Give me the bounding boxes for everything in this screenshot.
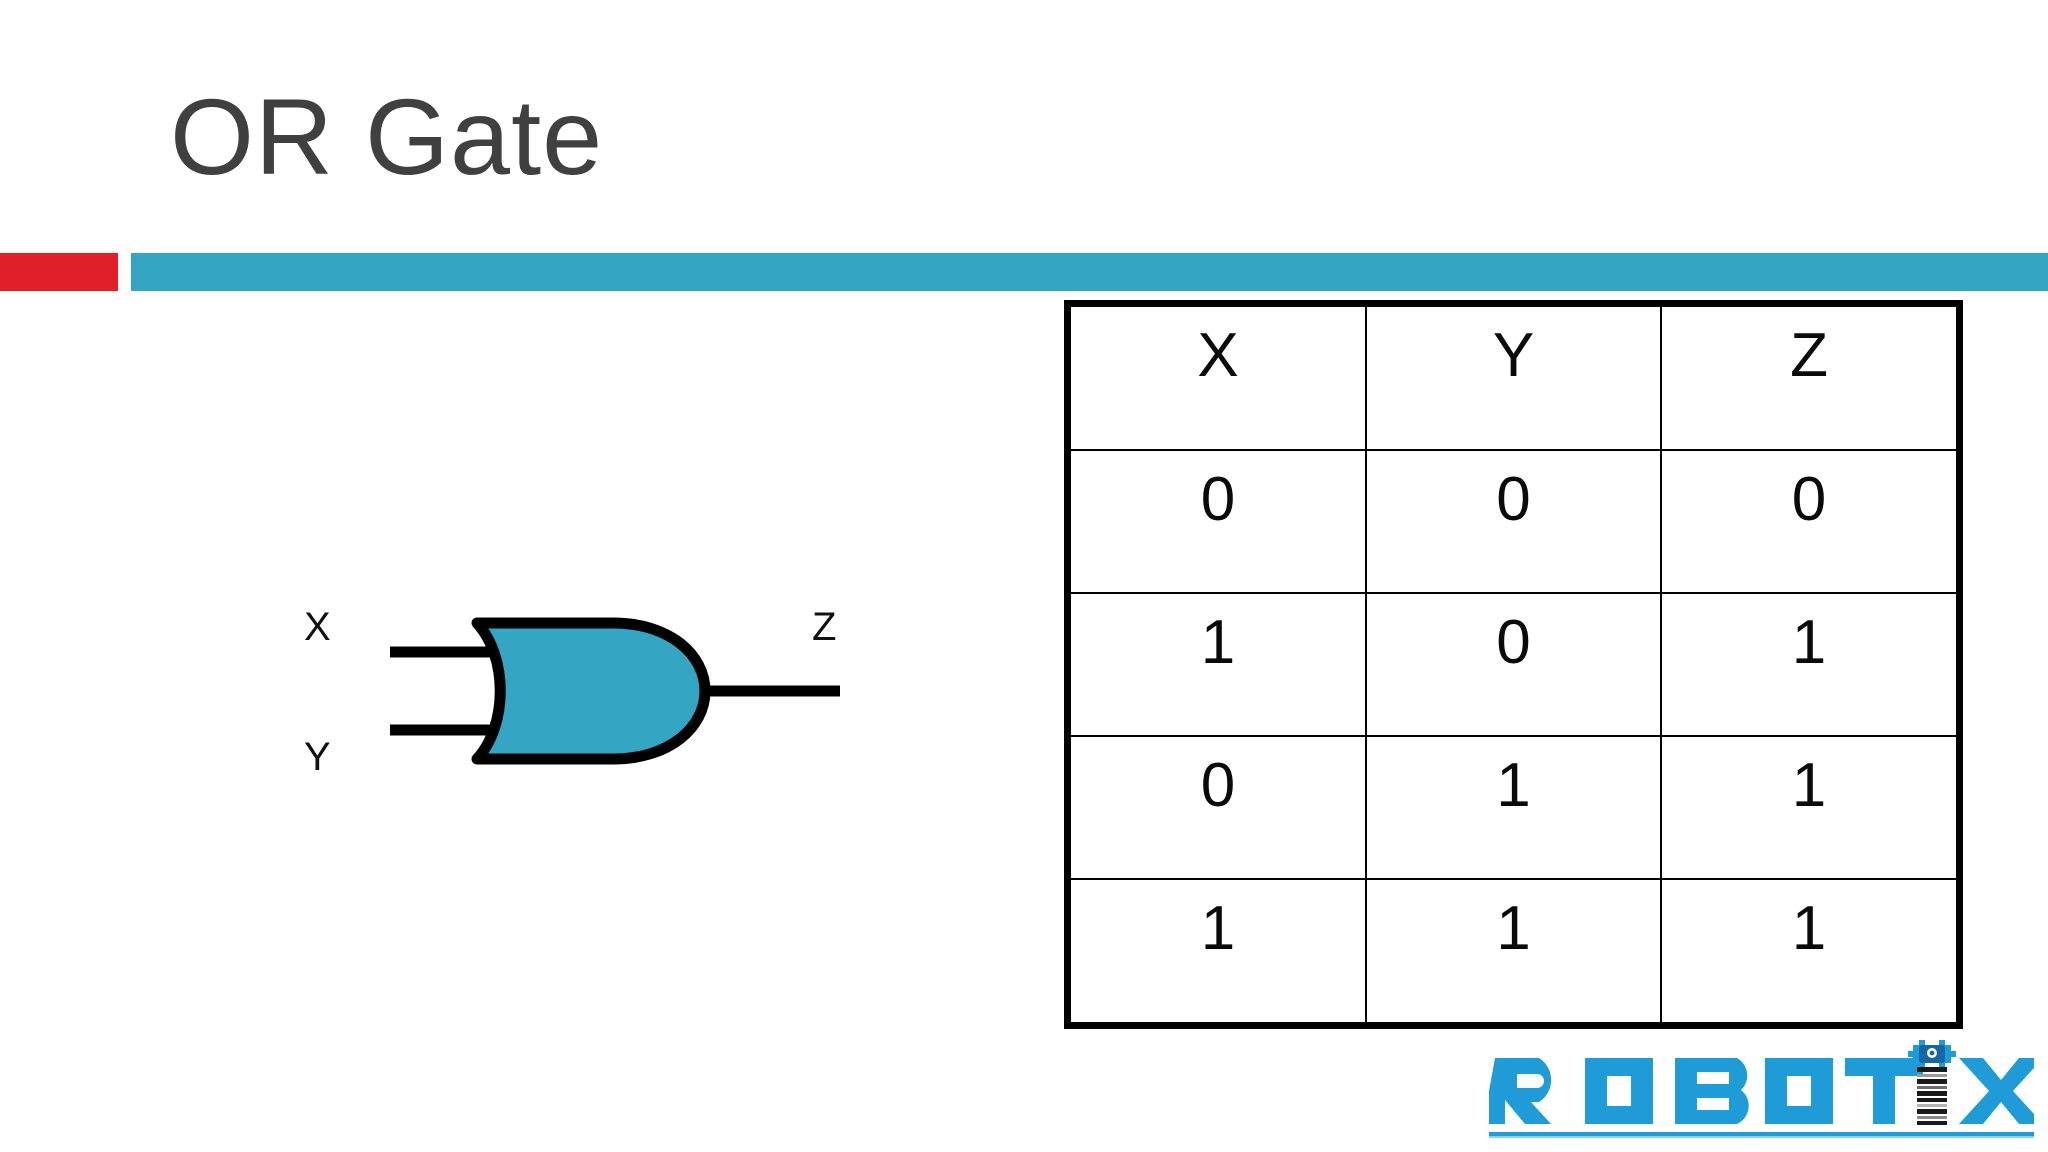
table-cell-y: 0 xyxy=(1365,449,1662,594)
table-cell-y: 1 xyxy=(1365,735,1662,880)
or-gate-symbol-svg xyxy=(390,617,840,765)
table-row: 1 1 1 xyxy=(1071,878,1956,1022)
table-cell-x: 0 xyxy=(1071,449,1367,594)
logo-underline-light xyxy=(1489,1136,2034,1138)
table-cell-y: 1 xyxy=(1365,878,1662,1022)
table-header-row: X Y Z xyxy=(1071,307,1956,451)
table-header-x: X xyxy=(1071,307,1367,451)
accent-bar-red xyxy=(0,253,118,291)
robotix-logo xyxy=(1483,1040,2043,1145)
accent-bar-blue xyxy=(131,253,2048,291)
table-cell-x: 1 xyxy=(1071,592,1367,737)
table-cell-z: 0 xyxy=(1660,449,1956,594)
robotix-wordmark xyxy=(1483,1058,2043,1124)
logo-underline xyxy=(1489,1132,2034,1136)
table-row: 0 1 1 xyxy=(1071,735,1956,880)
gate-output-label-z: Z xyxy=(812,605,837,649)
table-header-z: Z xyxy=(1660,307,1956,451)
table-header-y: Y xyxy=(1365,307,1662,451)
table-cell-z: 1 xyxy=(1660,592,1956,737)
or-gate-body xyxy=(471,617,711,765)
table-cell-z: 1 xyxy=(1660,878,1956,1022)
table-cell-x: 1 xyxy=(1071,878,1367,1022)
barcode-stem-icon xyxy=(1917,1067,1947,1125)
table-cell-z: 1 xyxy=(1660,735,1956,880)
table-cell-y: 0 xyxy=(1365,592,1662,737)
gate-input-label-y: Y xyxy=(304,735,331,779)
robotix-logo-svg xyxy=(1483,1040,2043,1138)
truth-table-container: X Y Z 0 0 0 1 0 1 0 1 1 xyxy=(1064,300,1963,1029)
truth-table: X Y Z 0 0 0 1 0 1 0 1 1 xyxy=(1071,307,1956,1022)
table-row: 0 0 0 xyxy=(1071,449,1956,594)
or-gate-diagram: X Y Z xyxy=(280,575,900,825)
robot-head-icon xyxy=(1908,1040,1956,1068)
gate-input-label-x: X xyxy=(304,605,331,649)
table-row: 1 0 1 xyxy=(1071,592,1956,737)
table-cell-x: 0 xyxy=(1071,735,1367,880)
page-title: OR Gate xyxy=(170,76,604,197)
